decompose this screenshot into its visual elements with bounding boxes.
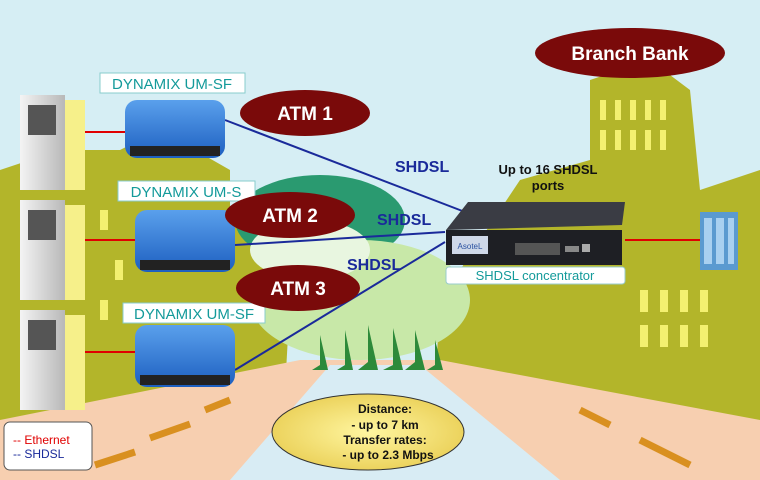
atm-machine-3 bbox=[20, 310, 85, 410]
legend-shdsl: -- SHDSL bbox=[13, 447, 65, 461]
branch-bank-bubble bbox=[535, 28, 725, 78]
atm-2-label: ATM 2 bbox=[262, 206, 318, 227]
specs-bubble bbox=[271, 393, 465, 471]
specs-line-1: Distance: bbox=[358, 402, 412, 416]
shdsl-links bbox=[224, 119, 466, 371]
modems bbox=[125, 100, 235, 387]
specs-line-3: Transfer rates: bbox=[343, 433, 426, 447]
shdsl-label-2: SHDSL bbox=[377, 212, 431, 229]
modem-label-3: DYNAMIX UM-SF bbox=[134, 306, 254, 323]
modem-labels: DYNAMIX UM-SF DYNAMIX UM-S DYNAMIX UM-SF bbox=[99, 72, 266, 324]
concentrator-label-box bbox=[445, 266, 626, 285]
specs-line-2: - up to 7 km bbox=[351, 418, 418, 432]
modem-label-1: DYNAMIX UM-SF bbox=[112, 76, 232, 93]
ports-line-1: Up to 16 SHDSL bbox=[499, 162, 598, 177]
modem-1 bbox=[125, 100, 225, 158]
atm-machine-1 bbox=[20, 95, 85, 190]
legend-ethernet: -- Ethernet bbox=[13, 433, 70, 447]
atm-machines bbox=[20, 95, 85, 410]
atm-1-label: ATM 1 bbox=[277, 104, 333, 125]
shdsl-concentrator-device: AsoteL bbox=[446, 202, 625, 265]
modem-2 bbox=[135, 210, 235, 272]
atm-bubbles: ATM 1 ATM 2 ATM 3 bbox=[225, 90, 370, 311]
pine-trees bbox=[312, 325, 443, 370]
ethernet-links bbox=[85, 131, 700, 353]
device-logo: AsoteL bbox=[458, 242, 483, 251]
modem-label-2: DYNAMIX UM-S bbox=[131, 184, 242, 201]
building-windows bbox=[100, 100, 708, 347]
branch-bank-label: Branch Bank bbox=[571, 44, 689, 65]
modem-3 bbox=[135, 325, 235, 387]
ports-line-2: ports bbox=[532, 178, 565, 193]
legend: -- Ethernet -- SHDSL bbox=[3, 421, 93, 471]
atm-3-label: ATM 3 bbox=[270, 279, 326, 300]
shdsl-label-1: SHDSL bbox=[395, 159, 449, 176]
shdsl-label-3: SHDSL bbox=[347, 257, 401, 274]
specs-line-4: - up to 2.3 Mbps bbox=[342, 448, 434, 462]
atm-machine-2 bbox=[20, 200, 85, 300]
server-icon bbox=[700, 212, 738, 270]
concentrator-label: SHDSL concentrator bbox=[476, 268, 595, 283]
